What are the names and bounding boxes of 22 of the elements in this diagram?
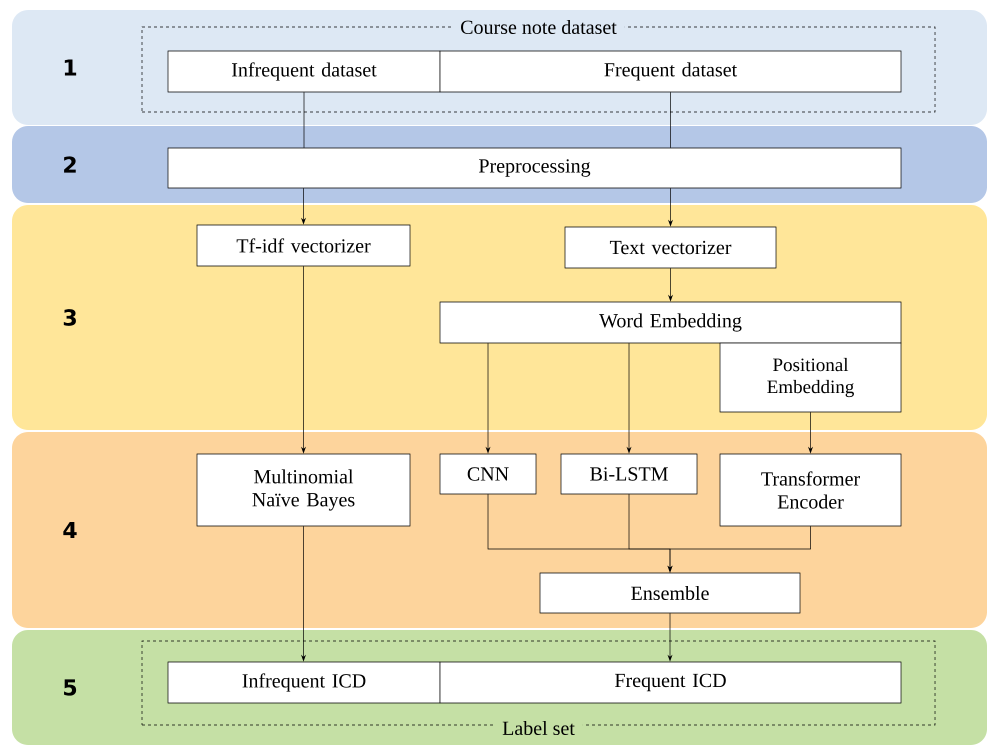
process-box: Text vectorizer — [564, 226, 776, 268]
process-box: Preprocessing — [168, 148, 902, 188]
process-box: Multinomial Naïve Bayes — [196, 454, 410, 526]
stage-number: 1 — [64, 59, 76, 76]
stage-number: 4 — [63, 522, 77, 538]
stage-number: 5 — [64, 679, 76, 696]
process-box: Infrequent ICD — [168, 662, 440, 704]
process-box: Bi-LSTM — [560, 454, 698, 494]
process-box: Frequent dataset — [440, 50, 902, 92]
group-heading: Label set — [494, 720, 583, 736]
process-box: Positional Embedding — [720, 342, 902, 412]
connector-line — [670, 92, 671, 148]
process-box: Tf-idf vectorizer — [196, 224, 410, 266]
group-heading: Course note dataset — [452, 18, 625, 36]
stage-number: 3 — [64, 309, 76, 326]
process-box: Ensemble — [540, 572, 800, 614]
process-box: Transformer Encoder — [720, 454, 902, 526]
process-box: Word Embedding — [440, 302, 902, 344]
stage-number: 2 — [64, 156, 76, 173]
process-box: Infrequent dataset — [168, 50, 440, 92]
process-box: Frequent ICD — [440, 662, 902, 704]
process-box: CNN — [440, 454, 536, 494]
